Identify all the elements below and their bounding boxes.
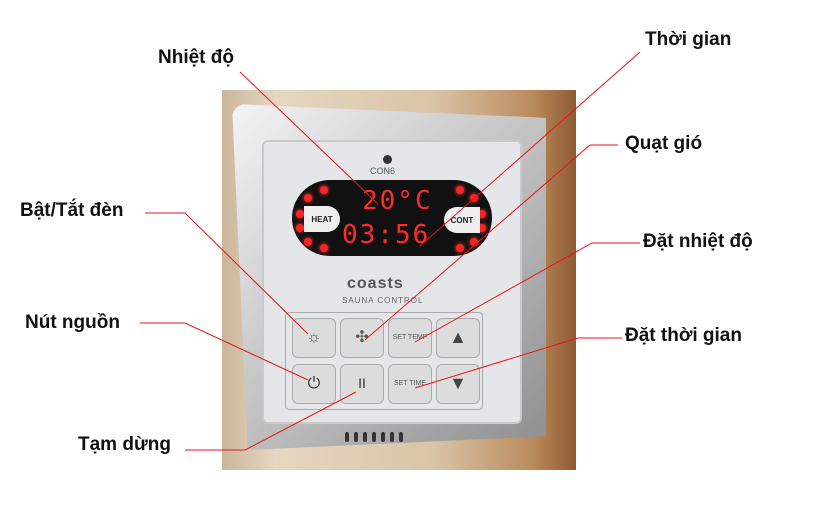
leader-line-set-temp xyxy=(414,242,640,343)
label-time: Thời gian xyxy=(645,29,732,50)
leader-line-temperature xyxy=(239,71,379,205)
vent-slots xyxy=(345,432,403,442)
brand-subtitle: SAUNA CONTROL xyxy=(342,296,424,305)
fan-button[interactable]: ✣ xyxy=(340,318,384,358)
leader-line-set-time xyxy=(414,337,622,389)
label-fan: Quạt gió xyxy=(625,133,703,154)
leader-line-pause xyxy=(185,391,357,451)
label-pause: Tạm dừng xyxy=(78,434,171,455)
power-button[interactable]: ⏻ xyxy=(292,364,336,404)
set-time-button[interactable]: SET TIME xyxy=(388,364,432,404)
led-display: HEAT CONT 20°C 03:56 xyxy=(292,180,492,256)
keypad: ☼ ✣ SET TEMP ▲ ⏻ II SET TIME ▼ xyxy=(285,312,483,410)
down-button[interactable]: ▼ xyxy=(436,364,480,404)
light-button[interactable]: ☼ xyxy=(292,318,336,358)
pause-button[interactable]: II xyxy=(340,364,384,404)
leader-line-power xyxy=(140,322,309,381)
heat-label: HEAT xyxy=(304,206,340,232)
label-set-temp: Đặt nhiệt độ xyxy=(643,231,753,252)
brand-logo: coasts xyxy=(347,275,404,292)
label-light: Bật/Tắt đèn xyxy=(20,200,124,221)
label-set-time: Đặt thời gian xyxy=(625,325,742,346)
leader-line-time xyxy=(419,51,641,247)
up-button[interactable]: ▲ xyxy=(436,318,480,358)
set-temp-button[interactable]: SET TEMP xyxy=(388,318,432,358)
indicator-led xyxy=(383,155,392,164)
time-readout: 03:56 xyxy=(342,220,431,250)
label-temperature: Nhiệt độ xyxy=(158,47,234,68)
leader-line-fan xyxy=(364,144,618,341)
label-power: Nút nguồn xyxy=(25,312,120,333)
leader-line-light xyxy=(145,212,309,335)
model-label: CON6 xyxy=(370,166,396,176)
temperature-readout: 20°C xyxy=(362,186,433,216)
